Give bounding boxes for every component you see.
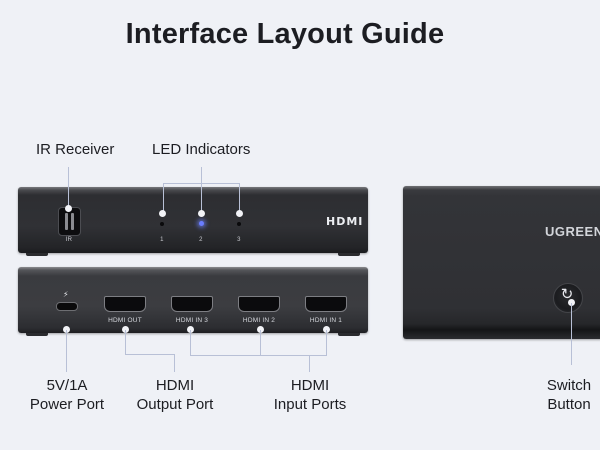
hdmi-in-2-port	[238, 296, 280, 312]
callout-line-switch	[571, 303, 572, 365]
device-foot	[26, 333, 48, 336]
hdmi-out-port	[104, 296, 146, 312]
callout-line-inputs-bracket	[190, 355, 327, 356]
ir-label: IR	[65, 237, 73, 243]
switch-button	[553, 283, 583, 313]
callout-dot-hdmi-in-2	[257, 326, 264, 333]
callout-line-led-1	[163, 183, 164, 213]
callout-line-in-3	[190, 330, 191, 355]
callout-line-in-2	[260, 330, 261, 355]
port-label-hdmi-out: HDMI OUT	[108, 317, 142, 324]
callout-line-hdmi-out-v	[174, 354, 175, 372]
callout-line-led-3	[239, 183, 240, 213]
callout-dot-led-1	[159, 210, 166, 217]
callout-dot-switch	[568, 299, 575, 306]
device-foot	[338, 253, 360, 256]
hdmi-in-3-port	[171, 296, 213, 312]
callout-power-line1: 5V/1A	[46, 377, 88, 394]
callout-line-ir	[68, 167, 69, 209]
rotate-arrows-icon: ↻	[560, 286, 574, 303]
device-foot	[338, 333, 360, 336]
led-2-active-icon	[199, 221, 204, 226]
callout-power-line2: Power Port	[29, 396, 105, 413]
callout-dot-hdmi-out	[122, 326, 129, 333]
ir-receiver-window	[58, 207, 81, 236]
device-foot	[26, 253, 48, 256]
led-number-2: 2	[199, 237, 203, 243]
ugreen-logo: UGREEN	[545, 224, 600, 239]
callout-switch-line2: Button	[547, 396, 591, 413]
page-title: Interface Layout Guide	[125, 18, 445, 50]
callout-switch-line1: Switch	[546, 377, 592, 394]
callout-led-indicators: LED Indicators	[152, 141, 251, 158]
callout-line-hdmi-out	[125, 330, 126, 354]
callout-hdmi-inputs: HDMI Input Ports	[264, 376, 356, 414]
callout-line-led	[201, 167, 202, 183]
callout-line-in-1	[326, 330, 327, 355]
callout-hdmi-inputs-line2: Input Ports	[273, 396, 347, 413]
callout-dot-hdmi-in-3	[187, 326, 194, 333]
led-number-1: 1	[160, 237, 164, 243]
callout-line-power	[66, 330, 67, 372]
usb-c-power-port	[56, 302, 78, 311]
led-3-icon	[237, 222, 241, 226]
callout-hdmi-output-line1: HDMI	[155, 377, 195, 394]
callout-dot-led-2	[198, 210, 205, 217]
callout-line-hdmi-out-h	[125, 354, 175, 355]
callout-hdmi-output: HDMI Output Port	[129, 376, 221, 414]
switch-side-panel	[403, 186, 600, 339]
callout-power-port: 5V/1A Power Port	[22, 376, 112, 414]
callout-dot-hdmi-in-1	[323, 326, 330, 333]
callout-line-inputs-v	[309, 355, 310, 372]
port-label-hdmi-in-2: HDMI IN 2	[242, 317, 276, 324]
callout-hdmi-inputs-line1: HDMI	[290, 377, 330, 394]
led-1-icon	[160, 222, 164, 226]
hdmi-logo: HDMI	[326, 215, 364, 228]
callout-dot-power	[63, 326, 70, 333]
callout-hdmi-output-line2: Output Port	[136, 396, 214, 413]
port-label-hdmi-in-3: HDMI IN 3	[175, 317, 209, 324]
lightning-bolt-icon: ⚡	[63, 290, 69, 299]
led-number-3: 3	[237, 237, 241, 243]
callout-dot-led-3	[236, 210, 243, 217]
hdmi-in-1-port	[305, 296, 347, 312]
callout-switch-button: Switch Button	[534, 376, 600, 414]
callout-line-led-2	[201, 183, 202, 213]
port-label-hdmi-in-1: HDMI IN 1	[309, 317, 343, 324]
callout-ir-receiver: IR Receiver	[36, 141, 115, 158]
callout-dot-ir	[65, 205, 72, 212]
